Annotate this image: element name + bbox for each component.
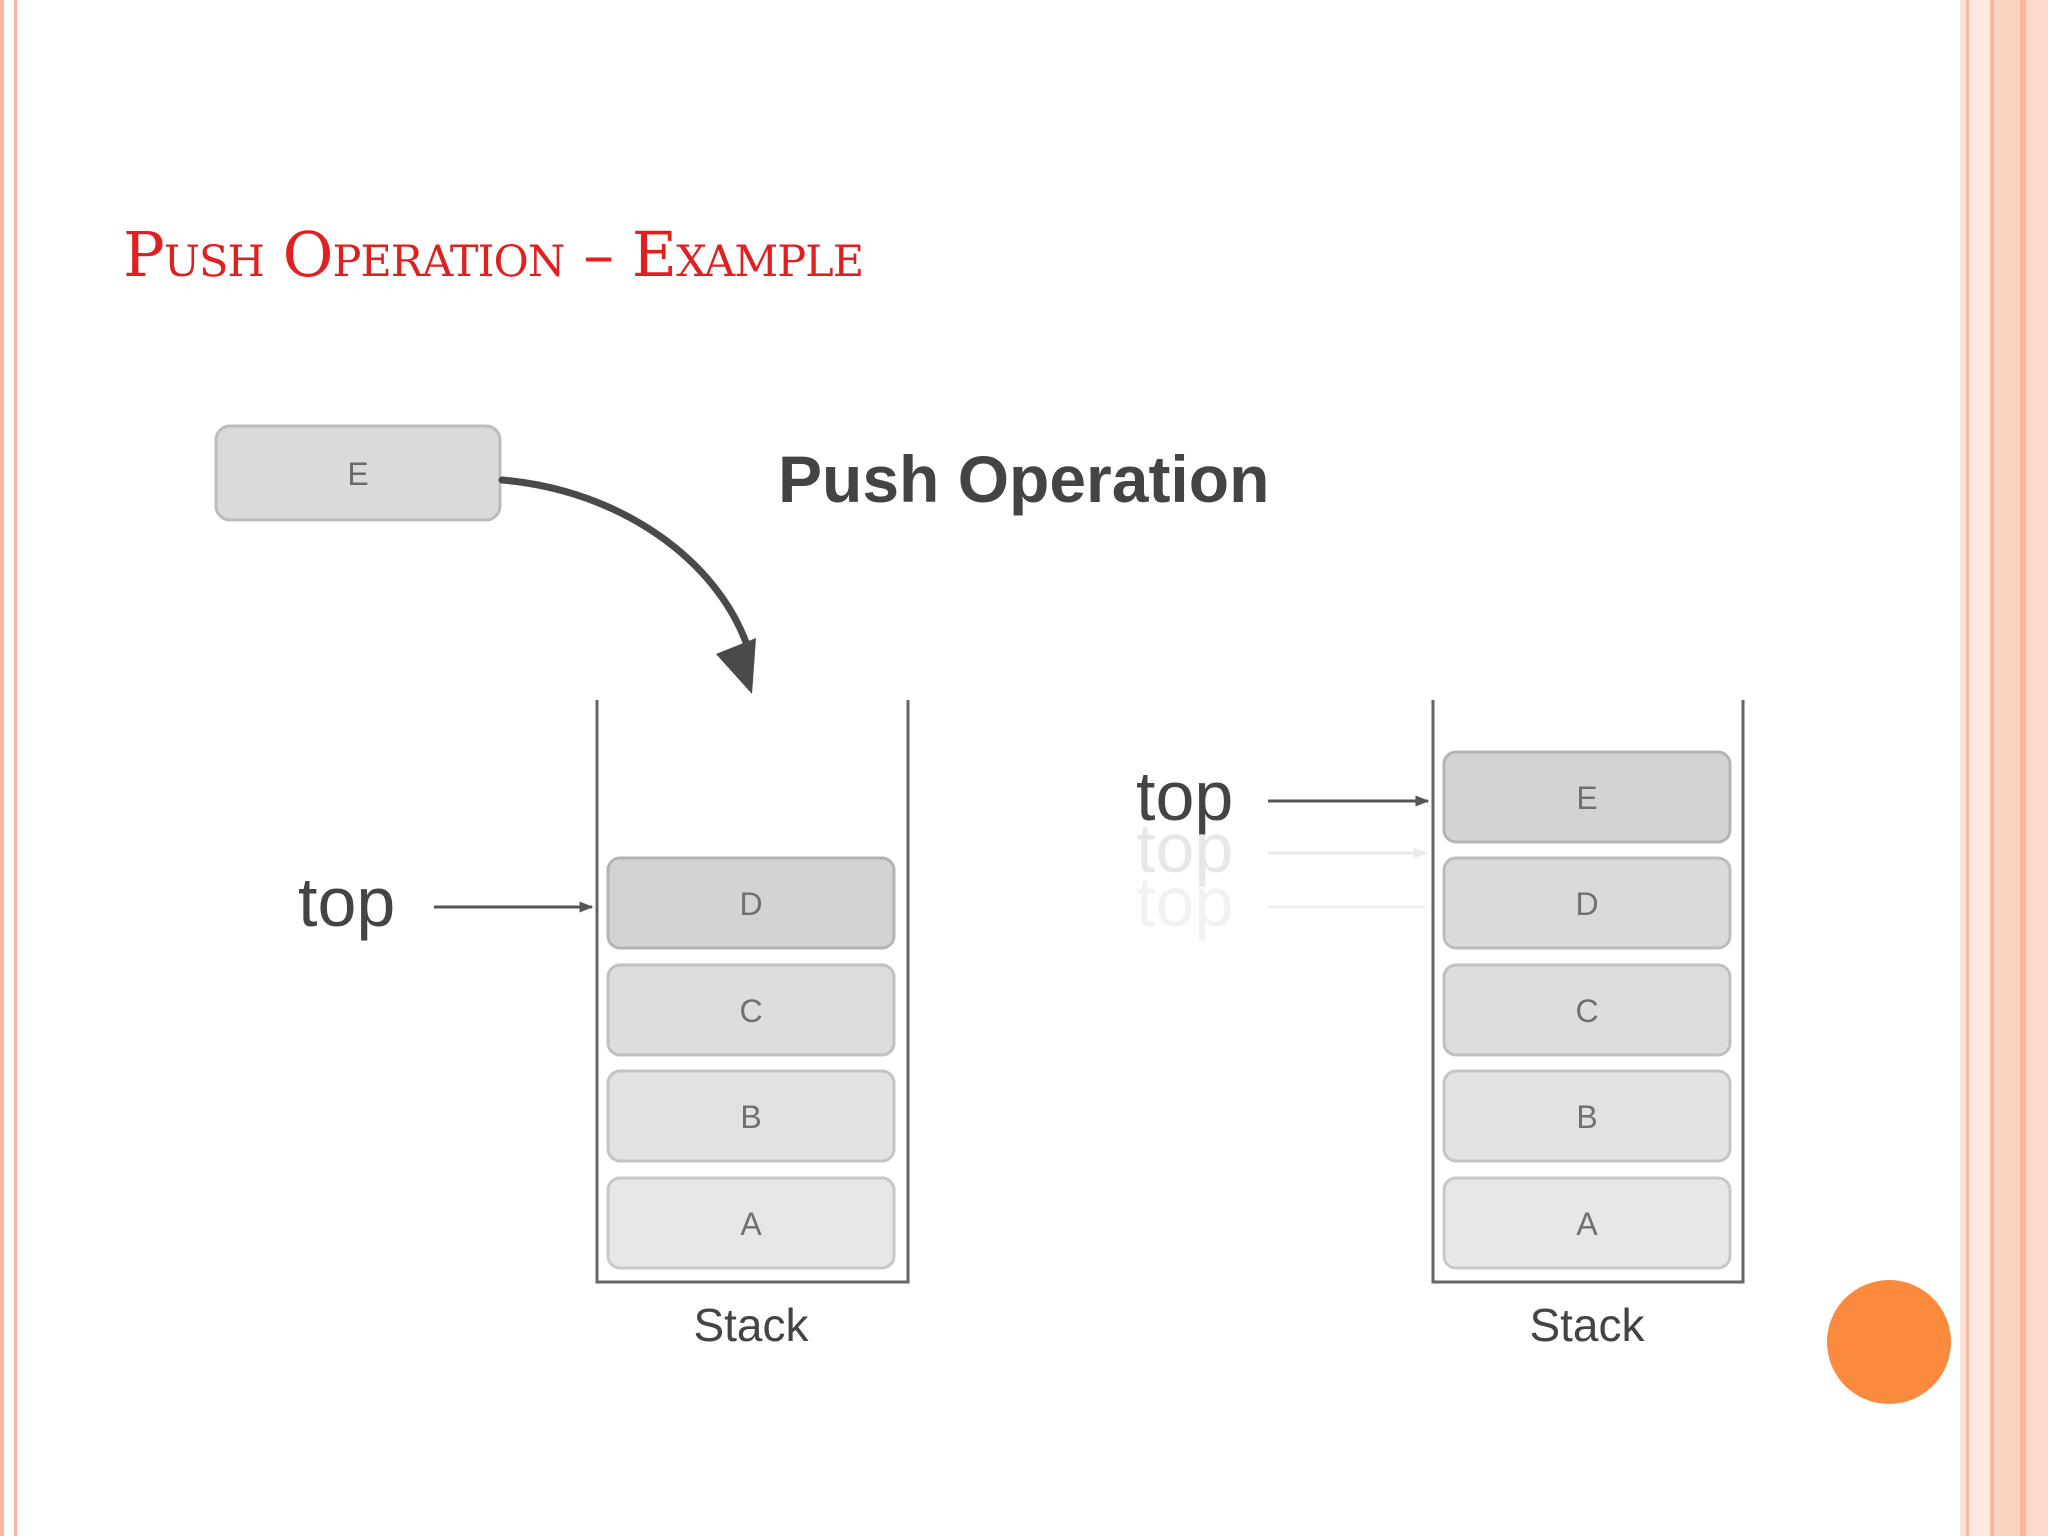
stack-after-item-d: D [1442, 856, 1732, 950]
top-pointer-ghost-2: top [1136, 863, 1426, 941]
stack-after-item-e: E [1442, 750, 1732, 844]
frame-left-inner [14, 0, 17, 1536]
stack-after-item-a: A [1442, 1176, 1732, 1270]
stack-before-container [595, 700, 910, 1284]
decorative-circle [1827, 1280, 1951, 1404]
top-pointer-after-label: top [1136, 757, 1233, 835]
stack-before-item-c: C [606, 963, 896, 1057]
stack-after-item-b: B [1442, 1069, 1732, 1163]
stack-before-item-label: B [740, 1099, 761, 1135]
stack-after-item-label: E [1576, 780, 1597, 816]
stack-after-item-label: D [1575, 886, 1598, 922]
diagram-heading: Push Operation [778, 442, 1269, 516]
stack-before-caption: Stack [693, 1299, 809, 1351]
incoming-element-box: E [214, 424, 502, 522]
stack-before-item-label: C [739, 993, 762, 1029]
frame-left-outer [0, 0, 4, 1536]
frame-right-border [1960, 0, 2048, 1536]
top-pointer-before-label: top [298, 863, 395, 941]
stack-before-item-label: D [739, 886, 762, 922]
stack-after-item-label: C [1575, 993, 1598, 1029]
stack-after-item-c: C [1442, 963, 1732, 1057]
slide-title: Push Operation – Example [123, 218, 864, 291]
top-pointer-ghost-label: top [1136, 809, 1233, 887]
top-pointer-ghost-label: top [1136, 863, 1233, 941]
stack-after-caption: Stack [1529, 1299, 1645, 1351]
stack-after-item-label: B [1576, 1099, 1597, 1135]
stack-before-item-b: B [606, 1069, 896, 1163]
stack-before-item-a: A [606, 1176, 896, 1270]
top-pointer-ghost: top [1136, 809, 1428, 887]
push-arrow-head [716, 638, 756, 694]
stack-after-container [1431, 700, 1745, 1284]
incoming-element-label: E [347, 456, 368, 492]
stack-before-item-d: D [606, 856, 896, 950]
stack-after-item-label: A [1576, 1206, 1598, 1242]
stack-before-item-label: A [740, 1206, 762, 1242]
push-arrow [498, 476, 752, 652]
